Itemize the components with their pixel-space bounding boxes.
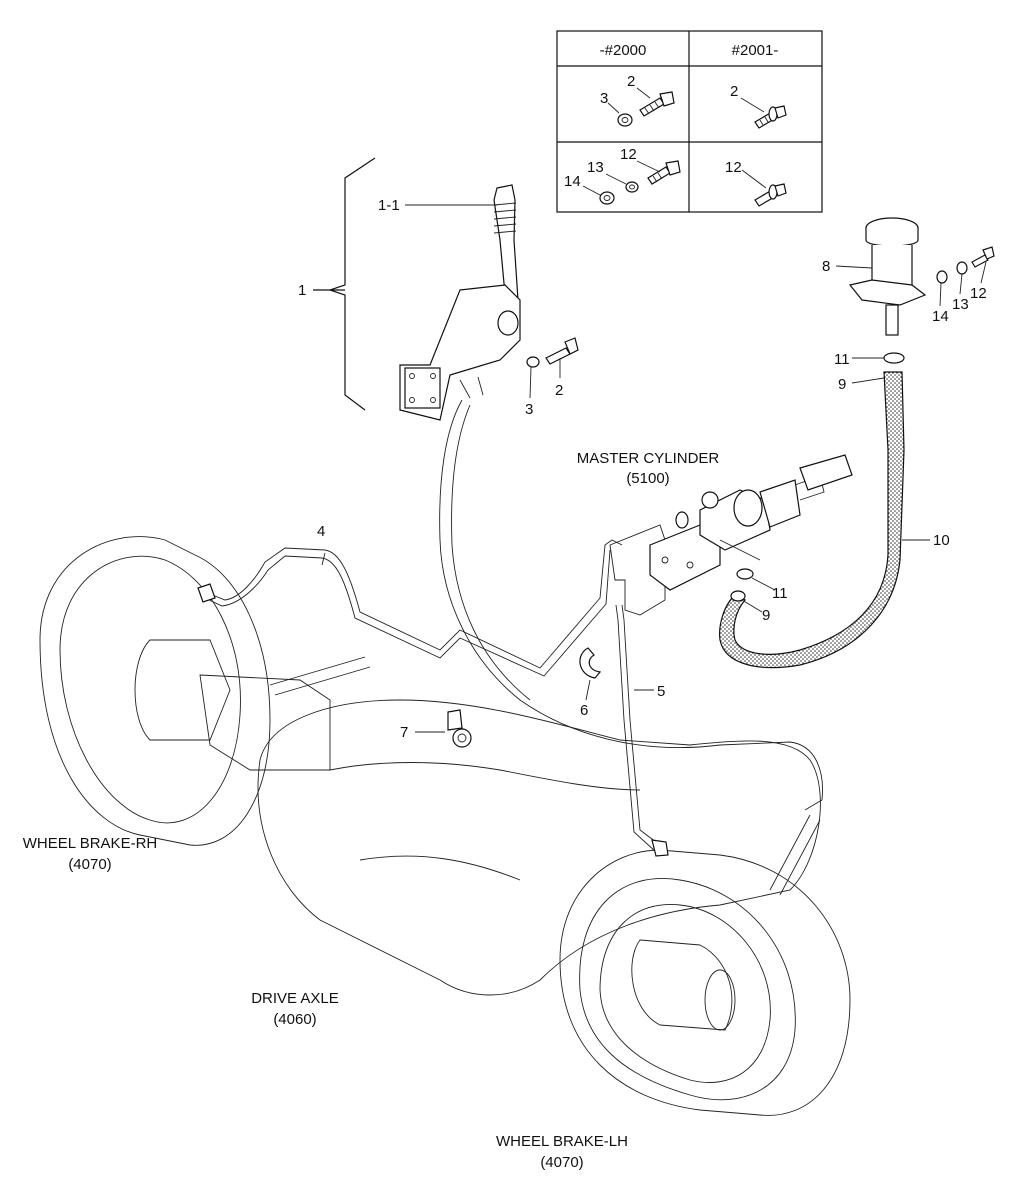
master-cylinder-code: (5100): [626, 470, 669, 487]
callout-13: 13: [952, 296, 969, 313]
variant-table: -#2000 #2001- 3 2 2: [556, 30, 823, 213]
reservoir-and-hose: [719, 217, 995, 669]
brake-pipes: [197, 539, 669, 857]
table-label: 14: [564, 173, 581, 190]
assembly-labels: MASTER CYLINDER (5100) WHEEL BRAKE-RH (4…: [23, 450, 720, 1171]
flange-bolt-icon: [754, 183, 787, 207]
master-cylinder: [609, 454, 853, 616]
callout-12: 12: [970, 285, 987, 302]
callout-4: 4: [317, 523, 325, 540]
callout-1-1: 1-1: [378, 197, 400, 214]
callout-8: 8: [822, 258, 830, 275]
washer-icon: [599, 191, 615, 205]
bolt-icon: [639, 91, 675, 117]
callout-2: 2: [555, 382, 563, 399]
table-header-left: -#2000: [600, 42, 647, 59]
washer-icon: [617, 113, 633, 127]
table-label: 12: [725, 159, 742, 176]
lock-washer-icon: [625, 181, 639, 193]
callout-leaders: [321, 204, 987, 733]
table-label: 3: [600, 90, 608, 107]
table-header-right: #2001-: [732, 42, 779, 59]
parking-brake-lever: [313, 157, 823, 811]
callout-9-bottom: 9: [762, 607, 770, 624]
wheel-brake-rh-code: (4070): [68, 856, 111, 873]
bolt-icon: [647, 160, 681, 185]
table-label: 13: [587, 159, 604, 176]
callout-1: 1: [298, 282, 306, 299]
table-label: 2: [627, 73, 635, 90]
callout-labels: 1 1-1 2 3 4 5 6 7 8 9 9 10 11 11 12 13 1…: [298, 197, 987, 741]
callout-10: 10: [933, 532, 950, 549]
callout-11-top: 11: [834, 351, 850, 368]
callout-5: 5: [657, 683, 665, 700]
master-cylinder-label: MASTER CYLINDER: [577, 450, 720, 467]
table-label: 2: [730, 83, 738, 100]
callout-14: 14: [932, 308, 949, 325]
callout-6: 6: [580, 702, 588, 719]
drive-axle-drawing: [39, 536, 851, 1116]
callout-3: 3: [525, 401, 533, 418]
callout-7: 7: [400, 724, 408, 741]
flange-bolt-icon: [754, 105, 787, 129]
callout-11-bottom: 11: [772, 585, 788, 602]
drive-axle-code: (4060): [273, 1011, 316, 1028]
wheel-brake-lh-label: WHEEL BRAKE-LH: [496, 1133, 628, 1150]
drive-axle-label: DRIVE AXLE: [251, 990, 339, 1007]
table-label: 12: [620, 146, 637, 163]
wheel-brake-lh-code: (4070): [540, 1154, 583, 1171]
callout-9-top: 9: [838, 376, 846, 393]
wheel-brake-rh-label: WHEEL BRAKE-RH: [23, 835, 157, 852]
